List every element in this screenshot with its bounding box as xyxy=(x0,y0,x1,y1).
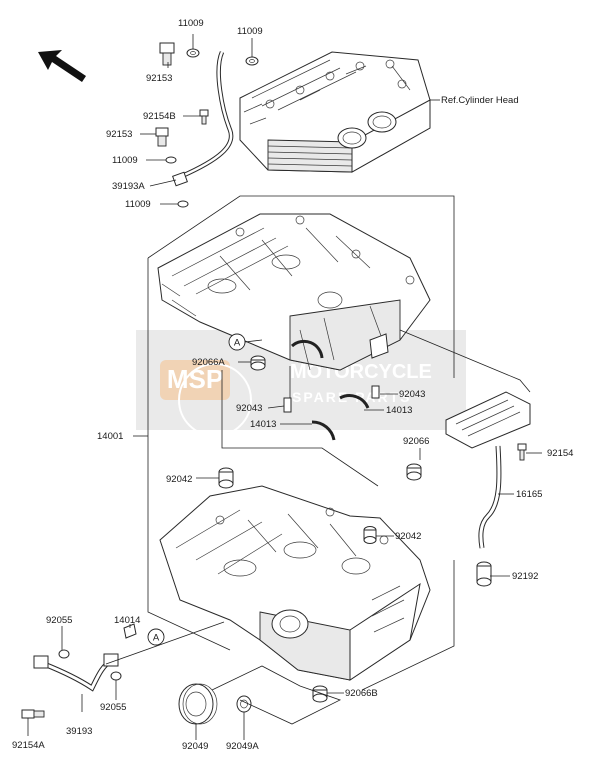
label-14013-right: 14013 xyxy=(386,405,412,416)
oil-pipe-39193 xyxy=(33,653,119,692)
label-92049: 92049 xyxy=(182,741,208,752)
plug-14014 xyxy=(123,623,137,639)
label-11009-mid: 11009 xyxy=(112,155,138,166)
dowel-92043-left xyxy=(283,397,292,413)
label-92153-top: 92153 xyxy=(146,73,172,84)
label-92154a: 92154A xyxy=(12,740,45,751)
part-labels: 11009 11009 92153 Ref.Cylinder Head 9215… xyxy=(12,18,573,752)
label-92066a: 92066A xyxy=(192,357,225,368)
pipe-16165 xyxy=(478,445,502,549)
clamp-92192 xyxy=(476,561,492,587)
cylinder-head-reference xyxy=(239,51,431,173)
label-92043-right: 92043 xyxy=(399,389,425,400)
label-92055-left: 92055 xyxy=(46,615,72,626)
svg-text:A: A xyxy=(153,633,160,644)
plug-92066b xyxy=(312,685,328,703)
reference-marker-a-lower: A xyxy=(147,628,165,646)
label-11009-low: 11009 xyxy=(125,199,151,210)
label-11009-top2: 11009 xyxy=(237,26,263,37)
bolt-92154-right xyxy=(517,443,527,461)
label-92042-right: 92042 xyxy=(395,531,421,542)
dowel-92042-left xyxy=(218,467,234,489)
dowel-92042-right xyxy=(363,526,377,544)
sleeve-92066 xyxy=(406,463,422,481)
oil-seal-92049 xyxy=(178,683,218,725)
label-14013-left: 14013 xyxy=(250,419,276,430)
bearing-14013-right xyxy=(339,394,370,409)
label-92066: 92066 xyxy=(403,436,429,447)
washer-11009-mid xyxy=(165,156,177,164)
label-14001: 14001 xyxy=(97,431,123,442)
label-92049a: 92049A xyxy=(226,741,259,752)
reference-marker-a-upper: A xyxy=(228,333,263,351)
oil-pipe-39193a xyxy=(172,51,234,187)
washer-11009-top1 xyxy=(186,48,200,58)
breather-cover xyxy=(445,391,531,449)
sleeve-92066a xyxy=(250,355,266,371)
bolt-92153-top xyxy=(159,42,175,66)
leader-lines xyxy=(27,34,542,740)
label-92154: 92154 xyxy=(547,448,573,459)
label-ref-cylinder-head: Ref.Cylinder Head xyxy=(441,95,519,106)
bolt-92154b xyxy=(199,109,209,125)
label-92192: 92192 xyxy=(512,571,538,582)
bearing-14013-left xyxy=(290,339,336,441)
dowel-92043-right xyxy=(371,385,380,399)
label-14014: 14014 xyxy=(114,615,140,626)
washer-92055-left xyxy=(58,649,70,659)
label-16165: 16165 xyxy=(516,489,542,500)
label-39193: 39193 xyxy=(66,726,92,737)
label-92055-mid: 92055 xyxy=(100,702,126,713)
label-39193a: 39193A xyxy=(112,181,145,192)
label-92042-left: 92042 xyxy=(166,474,192,485)
front-direction-arrow-icon xyxy=(38,50,86,82)
label-92154b: 92154B xyxy=(143,111,176,122)
label-92066b: 92066B xyxy=(345,688,378,699)
bolt-92153-mid xyxy=(155,127,169,147)
label-92043-left: 92043 xyxy=(236,403,262,414)
washer-92055-mid xyxy=(110,671,122,681)
washer-11009-top2 xyxy=(245,56,259,66)
washer-11009-low xyxy=(177,200,189,208)
label-92153-mid: 92153 xyxy=(106,129,132,140)
watermark-logo: MSP xyxy=(167,364,223,394)
label-11009-top1: 11009 xyxy=(178,18,204,29)
svg-text:A: A xyxy=(234,338,241,349)
lower-crankcase xyxy=(159,485,431,681)
bolt-92154a xyxy=(21,709,45,719)
upper-crankcase xyxy=(157,213,431,371)
